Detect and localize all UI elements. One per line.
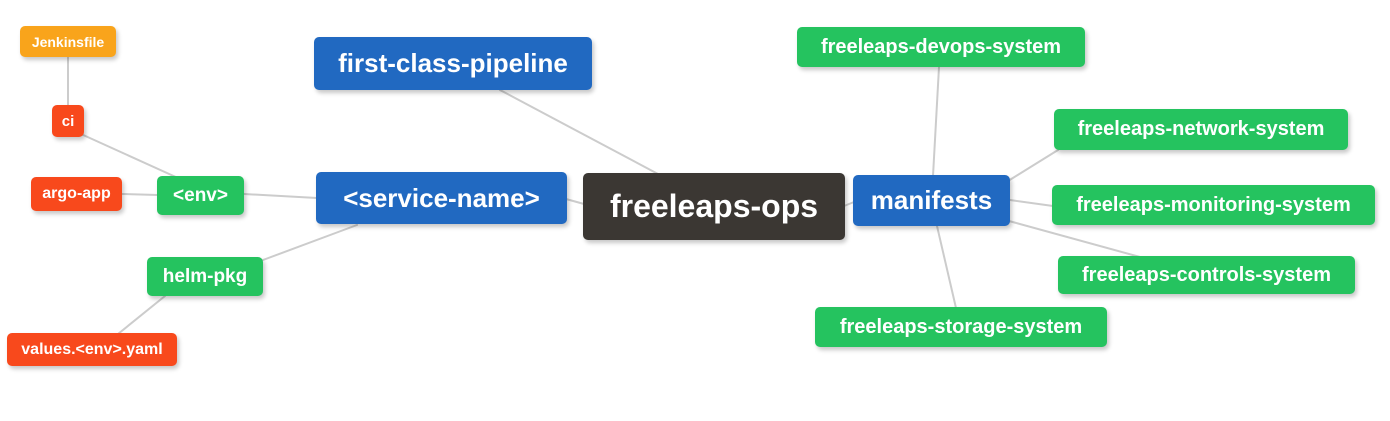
node-argo-app[interactable]: argo-app xyxy=(31,177,122,211)
node-env[interactable]: <env> xyxy=(157,176,244,215)
edge-manifests-devops-system xyxy=(932,66,940,177)
node-freeleaps-network-system[interactable]: freeleaps-network-system xyxy=(1054,109,1348,150)
edge-service-name-freeleaps-ops xyxy=(565,198,585,205)
edge-first-class-pipeline-freeleaps-ops xyxy=(499,89,659,175)
node-freeleaps-ops-root[interactable]: freeleaps-ops xyxy=(583,173,845,240)
edge-manifests-controls-system xyxy=(1008,220,1141,258)
node-freeleaps-devops-system[interactable]: freeleaps-devops-system xyxy=(797,27,1085,67)
edge-service-name-helm-pkg xyxy=(262,224,358,261)
edge-helm-pkg-values-env-yaml xyxy=(117,295,166,335)
node-first-class-pipeline[interactable]: first-class-pipeline xyxy=(314,37,592,90)
node-freeleaps-storage-system[interactable]: freeleaps-storage-system xyxy=(815,307,1107,347)
node-ci[interactable]: ci xyxy=(52,105,84,137)
edge-ci-env xyxy=(80,133,179,179)
edge-manifests-network-system xyxy=(1007,149,1059,182)
node-manifests[interactable]: manifests xyxy=(853,175,1010,226)
edge-freeleaps-ops-manifests xyxy=(843,201,855,207)
edge-manifests-storage-system xyxy=(936,225,957,309)
node-values-env-yaml[interactable]: values.<env>.yaml xyxy=(7,333,177,366)
node-freeleaps-controls-system[interactable]: freeleaps-controls-system xyxy=(1058,256,1355,294)
node-freeleaps-monitoring-system[interactable]: freeleaps-monitoring-system xyxy=(1052,185,1375,225)
edge-manifests-monitoring-system xyxy=(1009,199,1054,207)
node-jenkinsfile[interactable]: Jenkinsfile xyxy=(20,26,116,57)
edge-env-service-name xyxy=(243,193,318,199)
node-service-name[interactable]: <service-name> xyxy=(316,172,567,224)
edge-argo-app-env xyxy=(121,193,159,196)
node-helm-pkg[interactable]: helm-pkg xyxy=(147,257,263,296)
